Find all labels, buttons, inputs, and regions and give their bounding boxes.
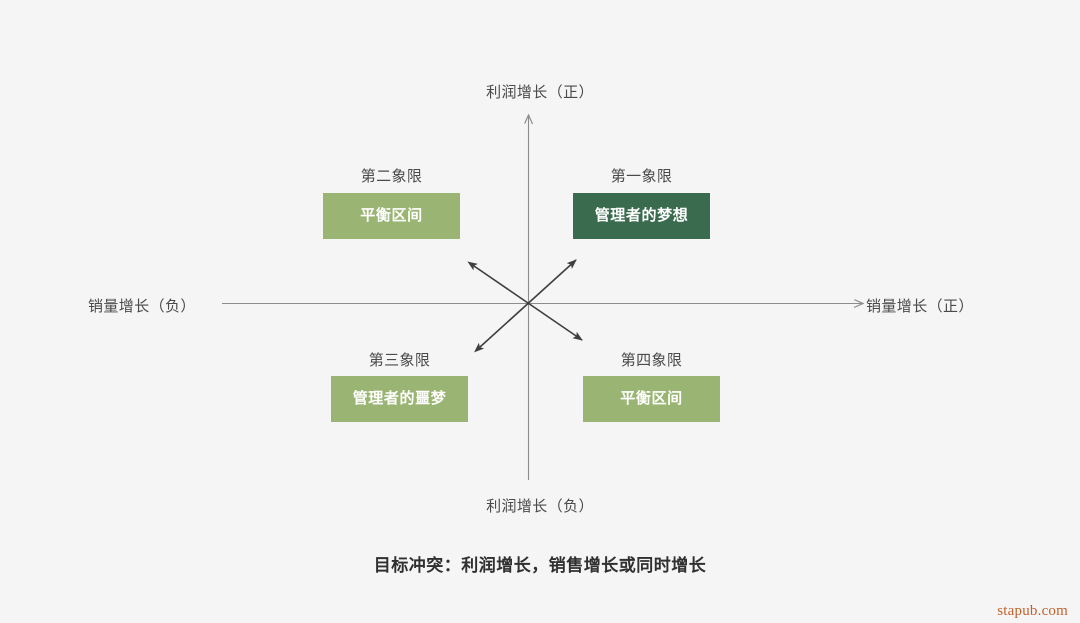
quadrant-3-box: 管理者的噩梦 [331,376,468,422]
quadrant-4-title: 第四象限 [620,352,683,369]
axis-label-sales-positive: 销量增长（正） [866,298,974,315]
quadrant-1-box: 管理者的梦想 [573,193,710,239]
quadrant-4-box: 平衡区间 [583,376,720,422]
watermark: stapub.com [997,603,1068,619]
quadrant-3-title: 第三象限 [368,352,431,369]
quadrant-2-box: 平衡区间 [323,193,460,239]
quadrant-2-title: 第二象限 [360,168,423,185]
diagonal-arrow-sw-ne [474,259,577,353]
diagram-caption: 目标冲突：利润增长，销售增长或同时增长 [373,556,707,575]
quadrant-1-title: 第一象限 [610,168,673,185]
axis-label-sales-negative: 销量增长（负） [88,298,196,315]
axis-label-profit-negative: 利润增长（负） [486,498,594,515]
axis-label-profit-positive: 利润增长（正） [486,84,594,101]
